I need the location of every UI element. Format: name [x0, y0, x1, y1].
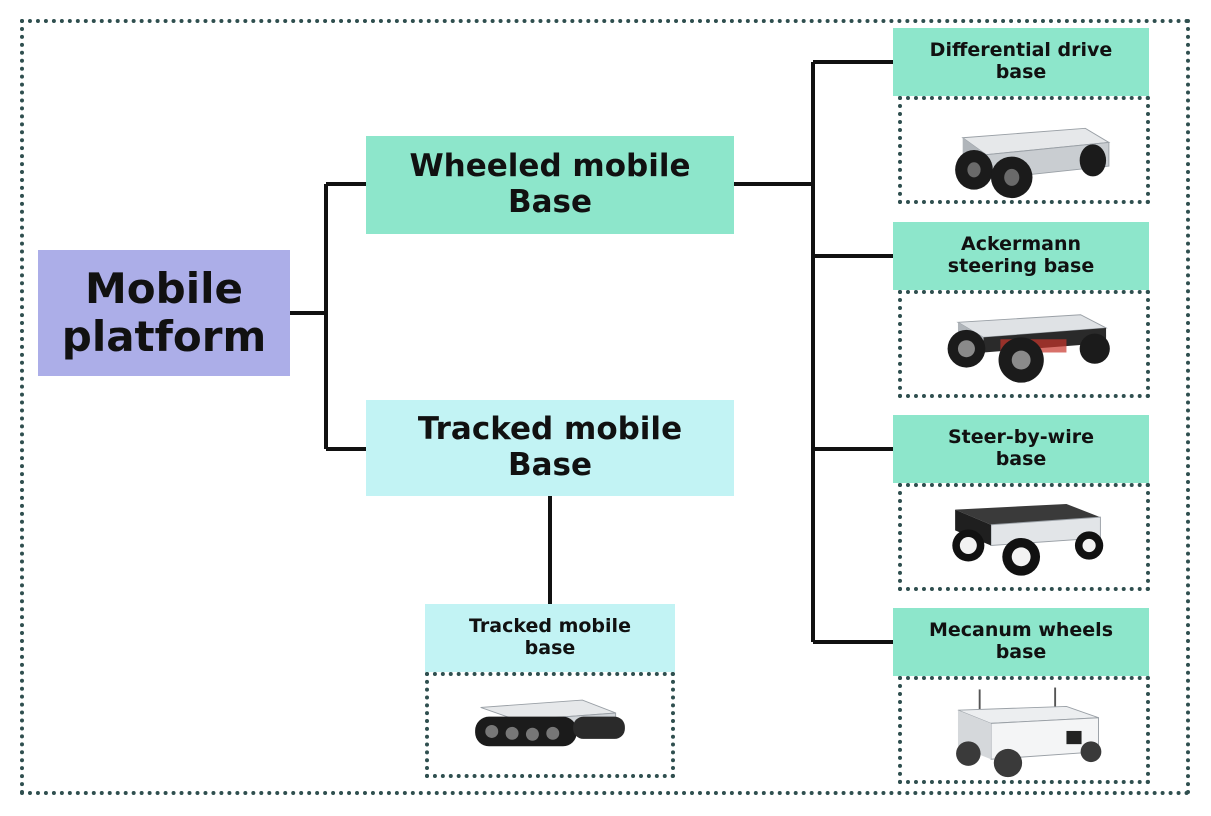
- root-label-line-2: platform: [61, 312, 267, 361]
- leaf-node-ackermann: Ackermann steering base: [893, 222, 1149, 290]
- category-node-tracked: Tracked mobile Base: [366, 400, 734, 496]
- steer-label-line-2: base: [995, 448, 1047, 470]
- root-label-line-1: Mobile: [84, 263, 243, 313]
- connector-root-branch: [290, 182, 366, 451]
- tracked-leaf-label-line-2: base: [524, 637, 576, 659]
- ackermann-label-line-2: steering base: [947, 255, 1095, 277]
- category-node-wheeled: Wheeled mobile Base: [366, 136, 734, 234]
- tracked-leaf-label-line-1: Tracked mobile: [469, 615, 631, 638]
- root-node-mobile-platform: Mobile platform: [38, 250, 290, 376]
- differential-label-line-2: base: [995, 61, 1047, 83]
- outer-dotted-frame: [20, 19, 1190, 795]
- leaf-node-steer-by-wire: Steer-by-wire base: [893, 415, 1149, 483]
- differential-drive-robot-image: [955, 127, 1111, 199]
- tracked-label-line-2: Base: [507, 447, 593, 483]
- mecanum-label-line-2: base: [995, 641, 1047, 663]
- leaf-node-tracked: Tracked mobile base: [425, 604, 675, 672]
- ackermann-label-line-1: Ackermann: [960, 233, 1082, 256]
- mecanum-image-frame: [898, 676, 1150, 784]
- ackermann-robot-image: [947, 314, 1110, 383]
- steer-by-wire-image-frame: [898, 483, 1150, 591]
- wheeled-label-line-1: Wheeled mobile: [409, 148, 691, 185]
- mecanum-robot-image: [956, 687, 1102, 778]
- leaf-node-mecanum: Mecanum wheels base: [893, 608, 1149, 676]
- tracked-label-line-1: Tracked mobile: [417, 411, 683, 448]
- differential-drive-image-frame: [898, 96, 1150, 204]
- differential-label-line-1: Differential drive: [929, 39, 1113, 62]
- connector-wheeled-branch: [734, 60, 893, 644]
- leaf-node-differential-drive: Differential drive base: [893, 28, 1149, 96]
- ackermann-image-frame: [898, 290, 1150, 398]
- tracked-image-frame: [425, 672, 675, 778]
- steer-label-line-1: Steer-by-wire: [948, 426, 1094, 449]
- tracked-robot-image: [475, 699, 625, 747]
- wheeled-label-line-2: Base: [507, 184, 592, 220]
- steer-by-wire-robot-image: [952, 503, 1104, 576]
- mecanum-label-line-1: Mecanum wheels: [928, 619, 1114, 642]
